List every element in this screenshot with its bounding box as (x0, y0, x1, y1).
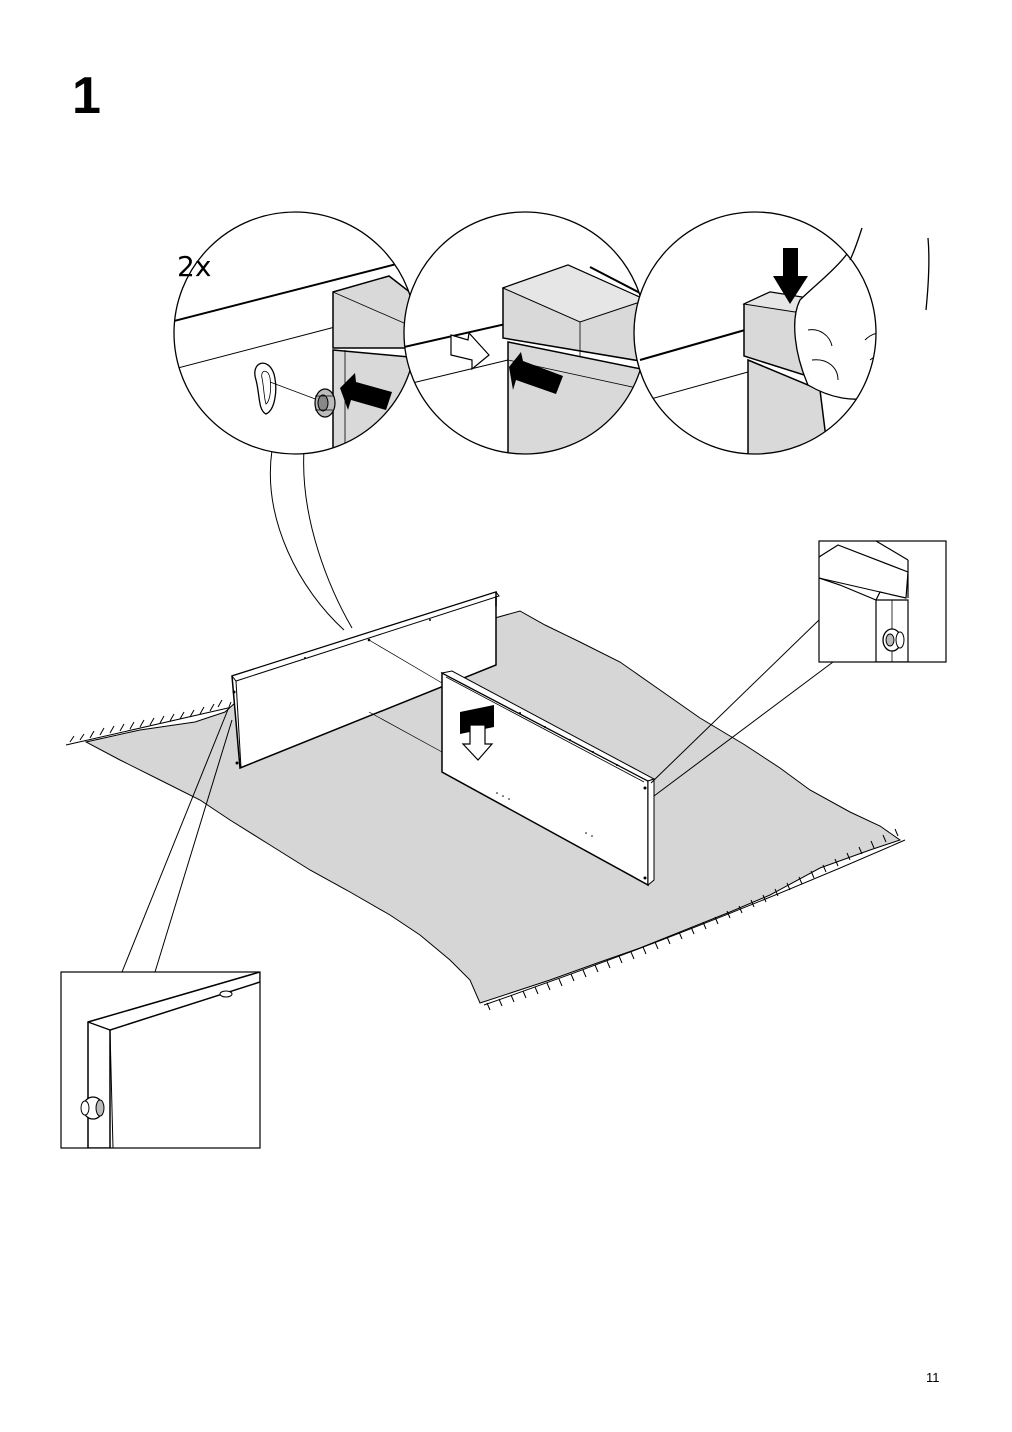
dowel-icon (314, 388, 336, 418)
page-number: 11 (926, 1370, 940, 1385)
rug-fringe-bottom (483, 828, 906, 1011)
slide-down-arrow-icon (460, 705, 494, 761)
detail-circle-slide-panel (403, 211, 647, 455)
front-panel (440, 670, 656, 887)
back-panel (231, 590, 500, 770)
detail-circle-insert-dowel (173, 211, 417, 455)
callout-lines (121, 449, 834, 973)
dowel-guides (368, 639, 443, 753)
step-number: 1 (72, 67, 101, 125)
push-left-arrow-icon (509, 352, 563, 394)
detail-box-left-corner (60, 971, 261, 1149)
dowel-icon (80, 1096, 105, 1120)
slide-right-outline-arrow-icon (450, 331, 490, 371)
detail-circle-press-down (633, 211, 930, 455)
detail-box-right-corner (818, 540, 947, 663)
rug (65, 610, 906, 1011)
dowel-icon (882, 628, 905, 652)
push-left-arrow-icon (340, 373, 392, 410)
quantity-label: 2x (177, 250, 211, 283)
press-down-arrow-icon (773, 248, 808, 304)
rug-fringe-left (65, 699, 229, 746)
